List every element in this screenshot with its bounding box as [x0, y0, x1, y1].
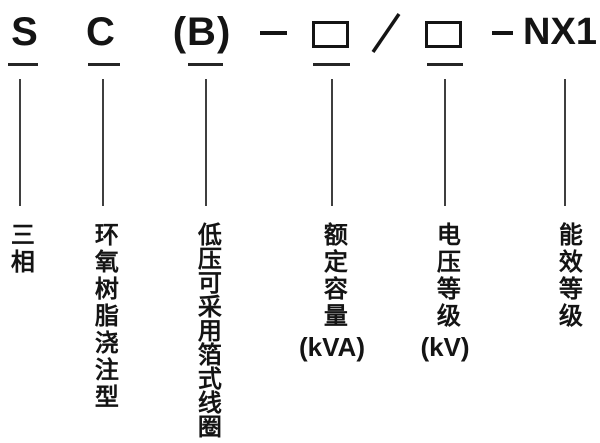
leader-line-capacity: [331, 79, 333, 206]
label-suffix: (kV): [420, 332, 470, 362]
leader-line-cast: [102, 79, 104, 206]
dash-separator: [260, 31, 287, 35]
leader-line-phase: [19, 79, 21, 206]
underline-capacity: [313, 63, 350, 66]
label-rated-capacity: 额定容量 (kVA): [299, 222, 365, 362]
label-three-phase: 三相: [5, 222, 34, 279]
leader-line-foil: [205, 79, 207, 206]
leader-line-voltage: [444, 79, 446, 206]
label-text: 低压可采用箔式线圈: [193, 222, 221, 438]
label-text: 能效等级: [554, 222, 582, 330]
leader-line-efficiency: [564, 79, 566, 206]
token-phase: S: [11, 10, 39, 54]
label-text: 额定容量: [319, 222, 347, 330]
label-foil-coil: 低压可采用箔式线圈: [192, 222, 221, 441]
token-foil: (B): [172, 10, 232, 54]
placeholder-box-voltage: [425, 21, 462, 48]
dash-separator: [492, 31, 513, 35]
label-voltage-class: 电压等级 (kV): [420, 222, 469, 362]
label-suffix: (kVA): [299, 332, 365, 362]
label-text: 环氧树脂浇注型: [90, 222, 118, 411]
label-efficiency-class: 能效等级: [553, 222, 582, 333]
placeholder-box-capacity: [312, 21, 349, 48]
underline-cast: [88, 63, 120, 66]
underline-phase: [8, 63, 38, 66]
token-efficiency-code: NX1: [523, 11, 597, 53]
slash-separator: [370, 11, 402, 60]
underline-voltage: [427, 63, 463, 66]
label-text: 电压等级: [432, 222, 460, 330]
token-cast: C: [86, 10, 116, 54]
underline-foil: [188, 63, 223, 66]
label-text: 三相: [6, 222, 34, 276]
label-epoxy-cast: 环氧树脂浇注型: [89, 222, 118, 414]
